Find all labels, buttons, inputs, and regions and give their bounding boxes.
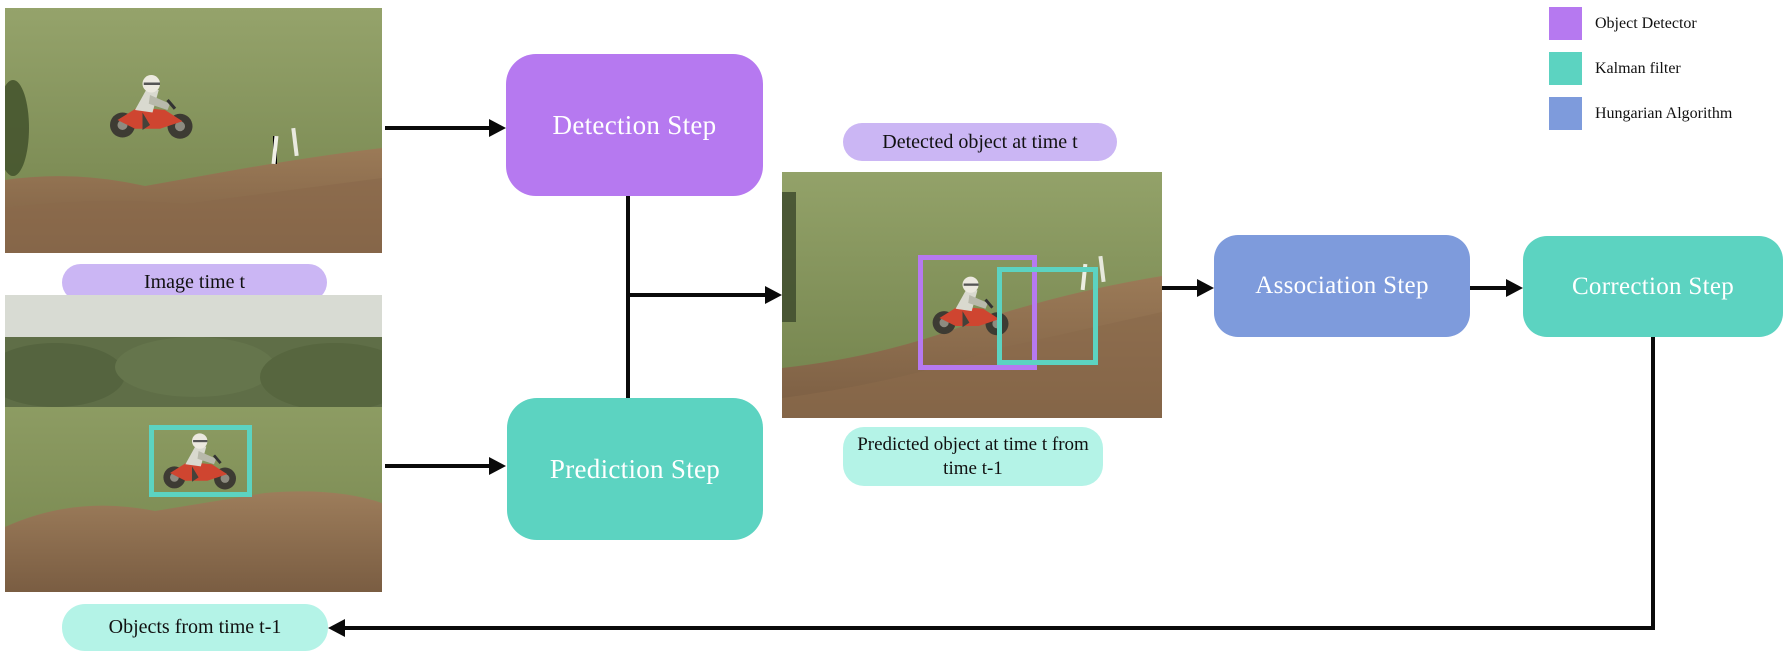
hungarian-algorithm-swatch	[1549, 97, 1582, 130]
prediction-step-node: Prediction Step	[507, 398, 763, 540]
caption-image-time-t: Image time t	[62, 264, 327, 301]
predicted-object-bbox-overlay	[997, 267, 1098, 365]
detected-object-bbox-overlay	[918, 255, 1037, 370]
legend-item-hungarian-algorithm: Hungarian Algorithm	[1549, 97, 1732, 130]
kalman-filter-swatch	[1549, 52, 1582, 85]
legend-label: Hungarian Algorithm	[1595, 104, 1733, 122]
legend-label: Kalman filter	[1595, 59, 1681, 77]
object-detector-swatch	[1549, 7, 1582, 40]
photo-objects-time-t-1	[5, 295, 382, 592]
legend-item-kalman-filter: Kalman filter	[1549, 52, 1681, 85]
field-scene-graphic	[5, 8, 382, 253]
association-step-node: Association Step	[1214, 235, 1470, 337]
caption-objects-time-t-1: Objects from time t-1	[62, 604, 328, 651]
correction-step-node: Correction Step	[1523, 236, 1783, 337]
legend-item-object-detector: Object Detector	[1549, 7, 1697, 40]
caption-detected-object: Detected object at time t	[843, 123, 1117, 161]
legend-label: Object Detector	[1595, 14, 1697, 32]
caption-predicted-object: Predicted object at time t from time t-1	[843, 427, 1103, 486]
field-scene-graphic	[5, 295, 382, 592]
detection-step-node: Detection Step	[506, 54, 763, 196]
previous-object-bbox-overlay	[149, 425, 252, 497]
photo-image-time-t	[5, 8, 382, 253]
